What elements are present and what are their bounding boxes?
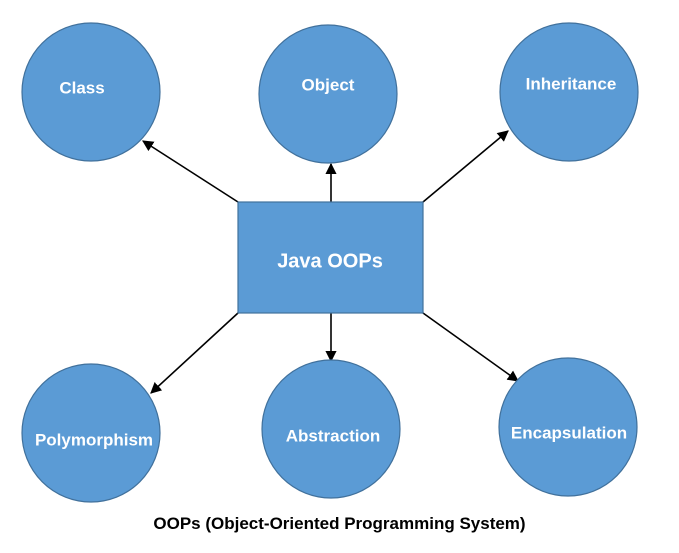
diagram-caption: OOPs (Object-Oriented Programming System…	[153, 514, 526, 533]
node-class-label: Class	[59, 78, 104, 97]
arrow-to-polymorphism	[150, 312, 239, 394]
center-box: Java OOPs	[237, 201, 424, 314]
node-polymorphism: Polymorphism	[21, 363, 161, 503]
node-object: Object	[258, 24, 398, 164]
node-inheritance: Inheritance	[499, 22, 639, 162]
node-encapsulation: Encapsulation	[498, 357, 638, 497]
node-object-label: Object	[302, 75, 355, 94]
node-encapsulation-label: Encapsulation	[511, 423, 627, 442]
arrow-to-inheritance	[422, 130, 509, 203]
node-abstraction-label: Abstraction	[286, 426, 380, 445]
arrow-to-class	[142, 140, 239, 203]
node-class: Class	[21, 22, 161, 162]
arrow-to-encapsulation	[422, 312, 519, 382]
center-box-label: Java OOPs	[277, 250, 383, 272]
node-polymorphism-label: Polymorphism	[35, 430, 153, 449]
node-abstraction: Abstraction	[261, 359, 401, 499]
node-inheritance-label: Inheritance	[526, 74, 617, 93]
